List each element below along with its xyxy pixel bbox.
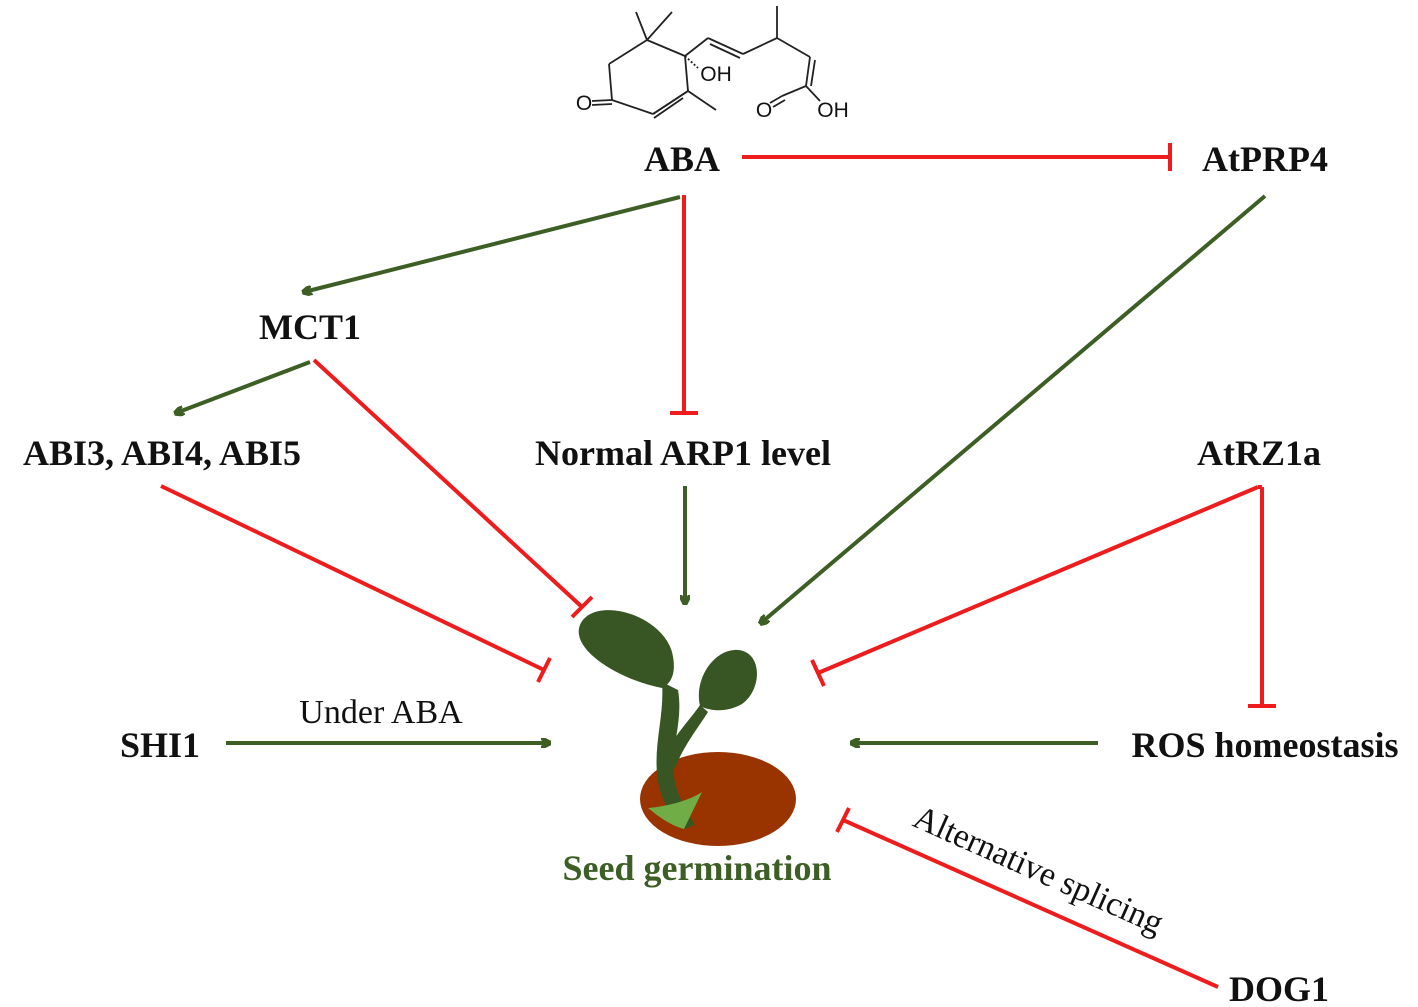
node-dog1: DOG1 [1229,969,1329,1007]
seedling-leaf-right [698,649,757,711]
node-mct1: MCT1 [259,307,361,347]
edge-mct1-inhibits-seed [312,358,594,619]
aba-molecule-structure: O OH O OH [576,6,849,122]
edge-label-alternative-splicing: Alternative splicing [908,799,1169,942]
edge-mct1-to-abi [176,360,311,413]
inhibition-edges [160,143,1276,989]
node-atprp4: AtPRP4 [1202,139,1328,179]
acid-oxygen-label: O [756,99,772,122]
seedling-base-highlight [648,792,702,829]
edge-atrz1a-inhibits-ros [1248,485,1276,708]
edge-aba-inhibits-atprp4 [742,143,1172,171]
node-labels: ABA AtPRP4 MCT1 ABI3, ABI4, ABI5 Normal … [23,139,1399,1007]
node-seed-germination: Seed germination [563,848,832,888]
node-atrz1a: AtRZ1a [1197,433,1321,473]
seedling-stem [656,682,695,829]
edge-abi-inhibits-seed [160,484,552,683]
hydroxyl-label: OH [700,63,732,86]
ketone-oxygen-label: O [576,92,592,115]
edge-aba-inhibits-arp1 [670,195,698,415]
seedling-illustration [578,610,796,846]
node-ros: ROS homeostasis [1131,725,1398,765]
activation-edges [176,194,1267,743]
node-aba: ABA [644,139,720,179]
node-arp1: Normal ARP1 level [535,433,831,473]
edge-atrz1a-inhibits-seed [810,485,1259,687]
edge-dog1-inhibits-seed [835,807,1219,989]
acid-hydroxyl-label: OH [817,99,849,122]
edge-aba-to-mct1 [304,195,681,292]
edge-atprp4-to-seed [761,194,1267,623]
seedling-leaf-left [578,610,674,688]
edge-label-under-aba: Under ABA [299,694,463,731]
seedling-stem-branch [662,705,708,768]
node-shi1: SHI1 [120,725,200,765]
node-abi: ABI3, ABI4, ABI5 [23,433,301,473]
